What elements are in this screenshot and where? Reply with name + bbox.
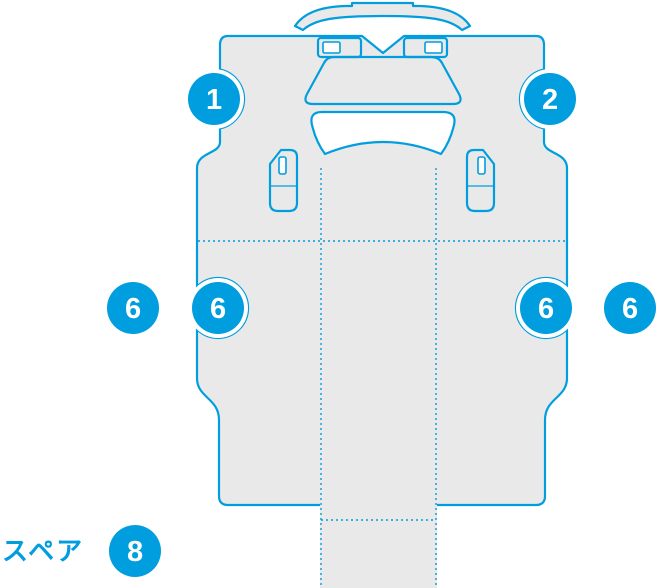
badge-6-outer-right: 6 xyxy=(600,278,660,338)
belt-guide-right xyxy=(465,148,496,213)
spare-label: スペア xyxy=(2,536,84,566)
badge-6-inner-right-label: 6 xyxy=(538,293,554,325)
belt-guide-right-body xyxy=(465,148,496,213)
badge-6-outer-right-label: 6 xyxy=(622,293,638,325)
badge-6-inner-left-label: 6 xyxy=(210,293,226,325)
badge-circle xyxy=(524,73,576,125)
belt-guide-right-slot xyxy=(477,156,486,175)
badge-circle xyxy=(192,282,244,334)
seat-opening xyxy=(310,110,456,156)
badge-6-outer-left-label: 6 xyxy=(125,293,141,325)
badge-circle xyxy=(109,525,161,577)
badge-1-label: 1 xyxy=(206,84,222,116)
headrest-strip xyxy=(293,1,472,32)
strap-buckle-left xyxy=(322,41,341,54)
badge-6-outer-left: 6 xyxy=(103,278,163,338)
badge-1: 1 xyxy=(184,69,244,129)
badge-circle xyxy=(188,73,240,125)
strap-buckle-right xyxy=(424,41,443,54)
belt-guide-left xyxy=(268,148,299,213)
badge-circle xyxy=(604,282,656,334)
belt-guide-left-slot xyxy=(278,156,287,175)
badge-8-label: 8 xyxy=(127,536,143,568)
belt-guide-left-body xyxy=(268,148,299,213)
badge-2: 2 xyxy=(520,69,580,129)
center-band xyxy=(320,164,437,588)
backrest-panel xyxy=(304,55,462,106)
badge-2-label: 2 xyxy=(542,84,558,116)
badge-circle xyxy=(107,282,159,334)
badge-6-inner-left: 6 xyxy=(188,278,248,338)
badge-8: 8 xyxy=(105,521,165,581)
badge-6-inner-right: 6 xyxy=(516,278,576,338)
badge-circle xyxy=(520,282,572,334)
